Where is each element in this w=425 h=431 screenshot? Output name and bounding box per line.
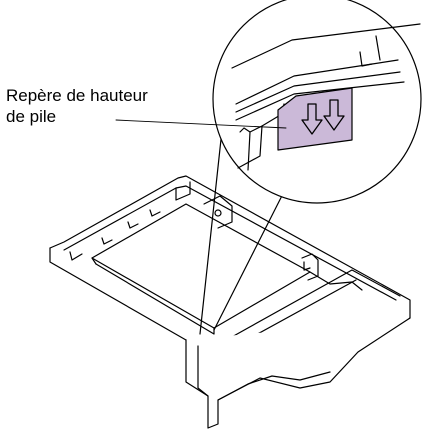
magnified-detail: [212, 0, 422, 204]
zoom-line-left: [199, 129, 223, 335]
stack-height-callout: Repère de hauteur de pile: [6, 85, 148, 127]
callout-line-2: de pile: [6, 107, 57, 126]
callout-line-1: Repère de hauteur: [6, 86, 148, 105]
down-arrow-icon: [323, 99, 345, 131]
paper-tray: [49, 175, 411, 429]
down-arrow-icon: [301, 103, 323, 135]
callout-leader-line: [115, 119, 287, 129]
